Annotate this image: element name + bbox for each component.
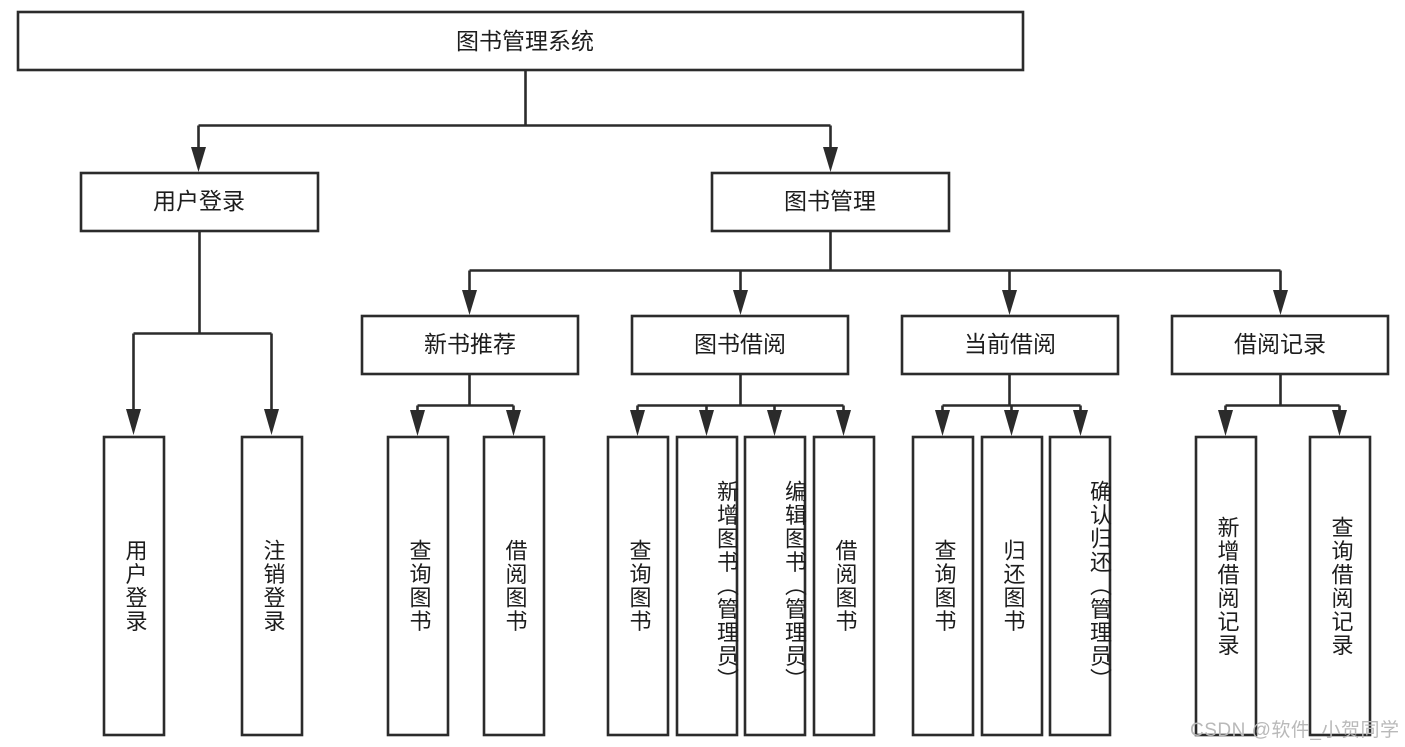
- arrow-user-login: [191, 147, 206, 172]
- arrow-leaf-cb-confirm: [1073, 410, 1088, 436]
- leaf-cb-query-box[interactable]: [911, 435, 975, 737]
- node-current-borrow-box[interactable]: [900, 314, 1120, 376]
- arrow-leaf-bb-edit: [767, 410, 782, 436]
- node-borrow-record-box[interactable]: [1170, 314, 1390, 376]
- leaf-bb-borrow-box[interactable]: [812, 435, 876, 737]
- connectors-group: [126, 70, 1347, 436]
- arrow-borrow-record: [1273, 290, 1288, 315]
- arrow-leaf-bb-add: [699, 410, 714, 436]
- leaf-bb-query-box[interactable]: [606, 435, 670, 737]
- leaf-rec-query-box[interactable]: [386, 435, 450, 737]
- arrow-leaf-cb-return: [1004, 410, 1019, 436]
- node-book-borrow-box[interactable]: [630, 314, 850, 376]
- node-book-mgmt-box[interactable]: [710, 171, 951, 233]
- nodes-group: 图书管理系统 用户登录 图书管理 新书推荐 图书借阅 当前借阅 借阅记录: [16, 10, 1390, 737]
- node-book-borrow-label: 图书借阅: [694, 331, 786, 357]
- watermark-text: CSDN @软件_小贺同学: [1190, 720, 1400, 741]
- arrow-leaf-rec-query: [410, 410, 425, 436]
- arrow-book-borrow: [733, 290, 748, 315]
- leaf-user-logout-box[interactable]: [240, 435, 304, 737]
- arrow-leaf-bb-query: [630, 410, 645, 436]
- leaf-rec-borrow-box[interactable]: [482, 435, 546, 737]
- node-user-login-box[interactable]: [79, 171, 320, 233]
- node-root-label: 图书管理系统: [456, 28, 594, 54]
- arrow-leaf-user-logout: [264, 409, 279, 435]
- leaf-cb-return-box[interactable]: [980, 435, 1044, 737]
- arrow-leaf-user-login: [126, 409, 141, 435]
- arrow-leaf-bb-borrow: [836, 410, 851, 436]
- node-borrow-record-label: 借阅记录: [1234, 331, 1326, 357]
- node-new-recommend-label: 新书推荐: [424, 331, 516, 357]
- arrow-leaf-rec-borrow: [506, 410, 521, 436]
- node-root-box[interactable]: [16, 10, 1025, 72]
- node-user-login-label: 用户登录: [153, 188, 245, 214]
- leaf-cb-confirm-box[interactable]: [1048, 435, 1112, 737]
- arrow-leaf-br-add: [1218, 410, 1233, 436]
- leaf-bb-edit-box[interactable]: [743, 435, 807, 737]
- arrow-current-borrow: [1002, 290, 1017, 315]
- leaf-br-query-box[interactable]: [1308, 435, 1372, 737]
- node-current-borrow-label: 当前借阅: [964, 331, 1056, 357]
- node-new-recommend-box[interactable]: [360, 314, 580, 376]
- leaf-br-add-box[interactable]: [1194, 435, 1258, 737]
- leaf-bb-add-box[interactable]: [675, 435, 739, 737]
- arrow-new-recommend: [462, 290, 477, 315]
- node-book-mgmt-label: 图书管理: [784, 188, 876, 214]
- leaf-user-login-box[interactable]: [102, 435, 166, 737]
- arrow-leaf-cb-query: [935, 410, 950, 436]
- arrow-book-mgmt: [823, 147, 838, 172]
- arrow-leaf-br-query: [1332, 410, 1347, 436]
